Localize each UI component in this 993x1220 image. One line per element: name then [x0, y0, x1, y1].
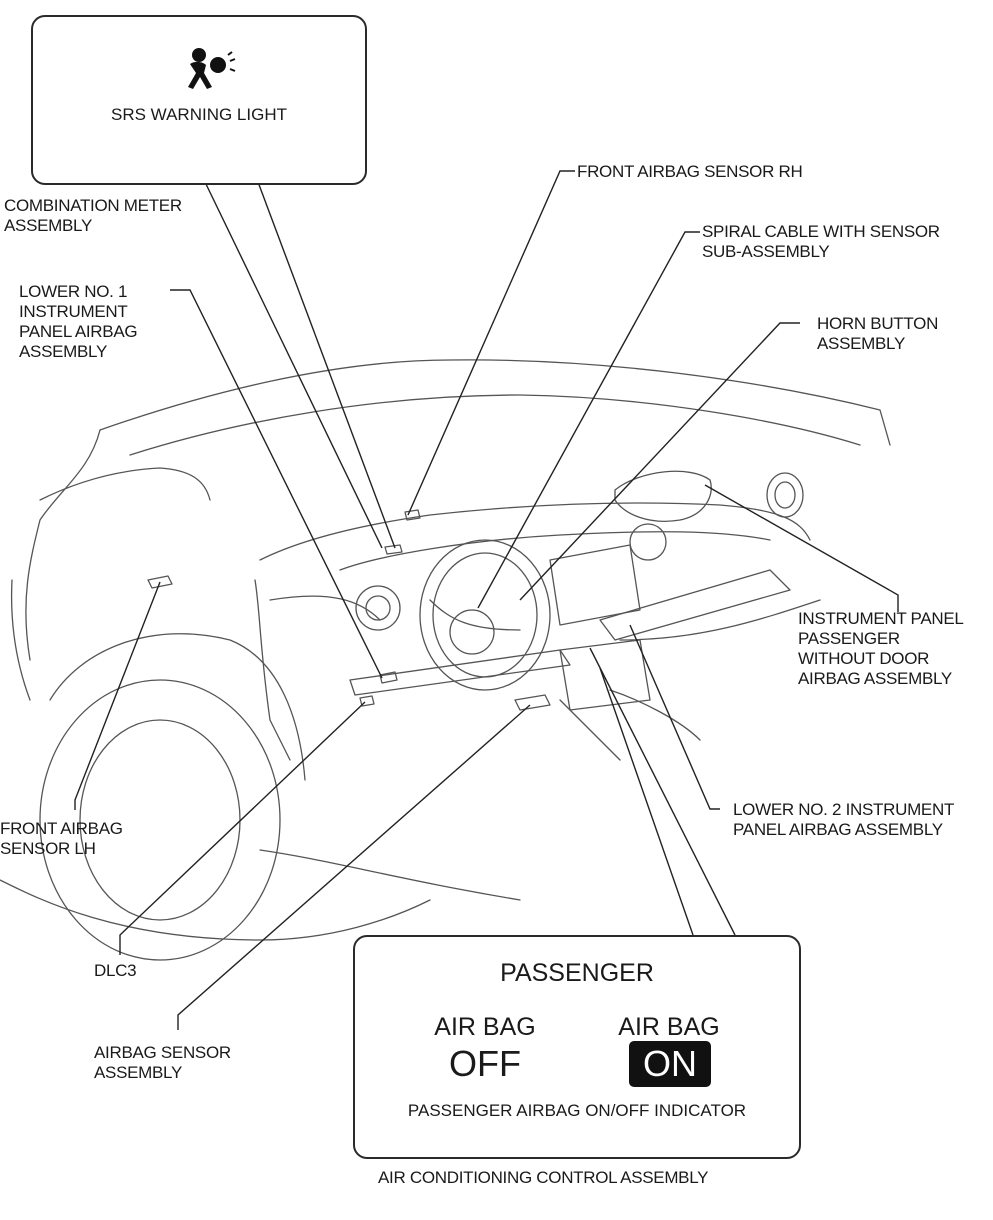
dashboard-top-edge — [99, 359, 891, 446]
leader-front-sensor-rh — [407, 170, 575, 516]
front-wheel — [39, 679, 281, 961]
label-combination-meter: COMBINATION METER ASSEMBLY — [4, 196, 182, 235]
steering-wheel — [419, 539, 551, 691]
passenger-airbag-indicator-callout: PASSENGER AIR BAG OFF AIR BAG ON PASSENG… — [353, 935, 801, 1159]
leader-airbag-sensor — [177, 704, 531, 1030]
airbag-person-icon — [188, 48, 236, 89]
label-airbag-sensor-assembly: AIRBAG SENSOR ASSEMBLY — [94, 1043, 231, 1082]
leader-combination-meter-a — [204, 181, 383, 549]
dashboard-upper-surface — [25, 429, 101, 661]
passenger-airbag — [614, 470, 712, 522]
passenger-indicator-caption: PASSENGER AIRBAG ON/OFF INDICATOR — [407, 1101, 747, 1120]
passenger-title: PASSENGER — [500, 959, 654, 987]
label-front-airbag-sensor-rh: FRONT AIRBAG SENSOR RH — [577, 162, 803, 181]
label-dlc3: DLC3 — [94, 961, 137, 980]
label-ac-control-assembly: AIR CONDITIONING CONTROL ASSEMBLY — [378, 1168, 709, 1187]
leader-ac-b — [589, 647, 736, 936]
airbag-off-state: OFF — [449, 1043, 521, 1084]
leader-lower-no1 — [170, 289, 383, 679]
srs-warning-light-label: SRS WARNING LIGHT — [111, 105, 287, 124]
leader-lower-no2 — [629, 624, 720, 810]
label-spiral-cable: SPIRAL CABLE WITH SENSOR SUB-ASSEMBLY — [702, 222, 940, 261]
label-horn-button: HORN BUTTON ASSEMBLY — [817, 314, 939, 353]
leader-combination-meter-b — [257, 181, 396, 549]
leader-spiral-cable — [477, 231, 700, 609]
leader-front-sensor-lh — [74, 581, 161, 810]
leader-ac-a — [599, 667, 694, 936]
label-lower-no1-airbag: LOWER NO. 1 INSTRUMENT PANEL AIRBAG ASSE… — [19, 282, 138, 361]
label-lower-no2-airbag: LOWER NO. 2 INSTRUMENT PANEL AIRBAG ASSE… — [733, 800, 955, 839]
leader-horn — [519, 322, 800, 601]
airbag-off-label: AIR BAG — [434, 1013, 536, 1041]
leader-ip-passenger — [704, 484, 899, 612]
leader-dlc3 — [119, 701, 366, 955]
label-front-airbag-sensor-lh: FRONT AIRBAG SENSOR LH — [0, 819, 123, 858]
label-instrument-panel-passenger-airbag: INSTRUMENT PANEL PASSENGER WITHOUT DOOR … — [798, 609, 964, 688]
airbag-on-state: ON — [629, 1041, 711, 1087]
srs-warning-light-callout: SRS WARNING LIGHT — [31, 15, 367, 185]
left-vent — [355, 585, 401, 631]
front-airbag-sensor-lh — [147, 575, 173, 589]
right-vent — [766, 472, 804, 518]
airbag-on-label: AIR BAG — [618, 1013, 720, 1041]
